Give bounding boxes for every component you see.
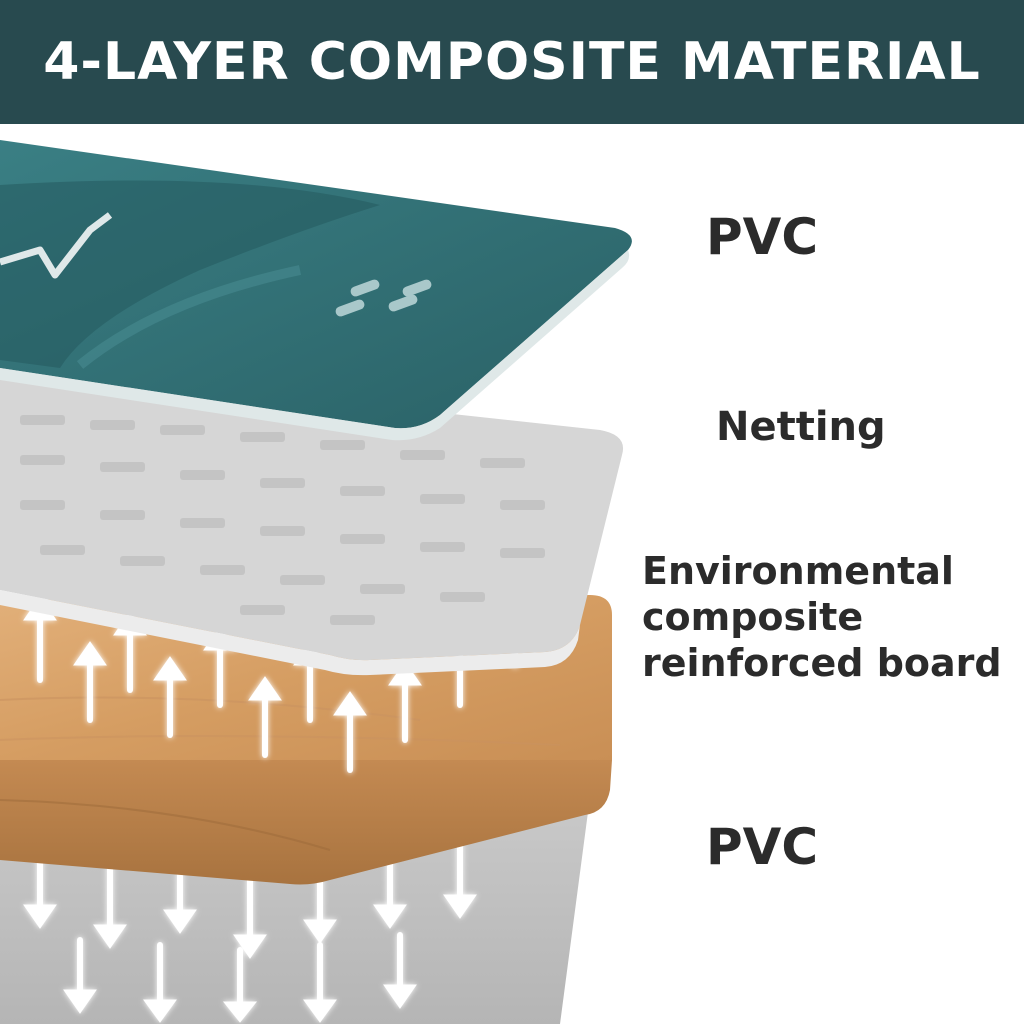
zigzag-icon (0, 212, 113, 279)
layer-label-board-line: reinforced board (642, 641, 1002, 685)
layer-label-netting: Netting (716, 404, 886, 450)
layer-label-board-line: Environmental (642, 549, 954, 593)
layer-label-board-line: composite (642, 595, 864, 639)
header-banner: 4-LAYER COMPOSITE MATERIAL (0, 0, 1024, 124)
layer-illustration (0, 140, 632, 1024)
cross-icon (335, 279, 432, 317)
pvc-top-layer (0, 140, 632, 441)
layer-label-board: Environmental composite reinforced board (642, 548, 1002, 686)
arrow-down-icon (23, 837, 477, 1023)
layer-label-pvc-bottom: PVC (706, 818, 819, 876)
layer-label-pvc-top: PVC (706, 208, 819, 266)
page-title: 4-LAYER COMPOSITE MATERIAL (43, 32, 981, 92)
netting-layer (0, 365, 624, 676)
